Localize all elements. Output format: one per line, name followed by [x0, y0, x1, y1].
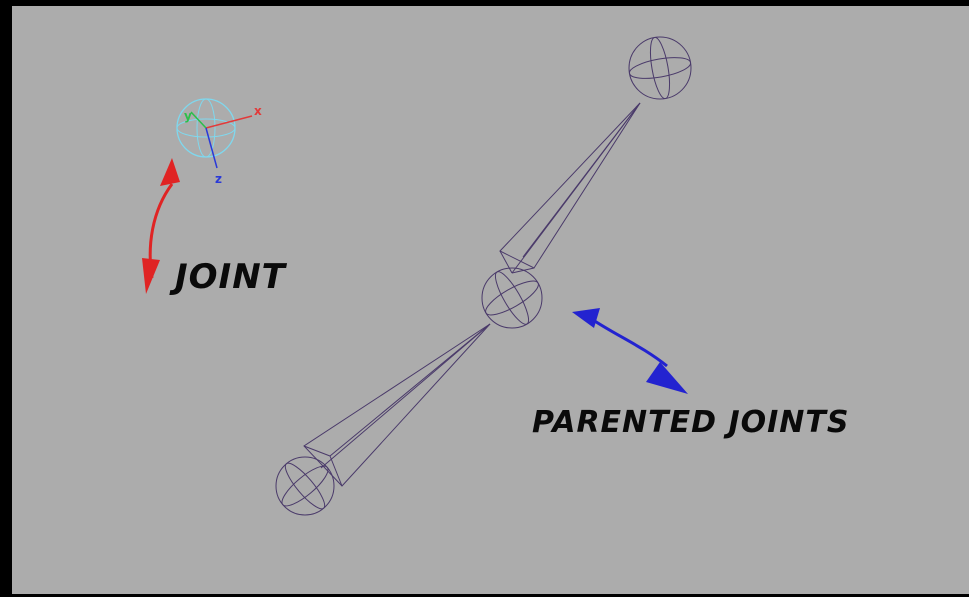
gizmo-sphere-meridian: [196, 98, 216, 158]
joint-caption: JOINT: [169, 257, 288, 297]
3d-viewport[interactable]: x y z JOINT: [12, 6, 969, 594]
bone-upper[interactable]: [499, 102, 641, 274]
scene-svg: x y z JOINT: [142, 36, 849, 516]
gizmo-x-axis: [205, 115, 253, 129]
bone-chain[interactable]: [275, 36, 692, 516]
axis-gizmo-icon[interactable]: x y z: [176, 98, 262, 186]
joint-sphere-bottom[interactable]: [275, 456, 335, 516]
joint-sphere-middle[interactable]: [481, 267, 543, 329]
gizmo-x-label: x: [254, 104, 262, 118]
bone-lower[interactable]: [303, 323, 491, 487]
joint-arrow-icon: [142, 158, 180, 294]
gizmo-z-label: z: [215, 172, 222, 186]
gizmo-z-axis: [205, 127, 218, 169]
joint-sphere-top[interactable]: [628, 36, 692, 100]
gizmo-y-label: y: [184, 109, 192, 123]
gizmo-sphere-equator: [176, 118, 236, 138]
gizmo-y-axis: [190, 111, 207, 129]
parented-joints-caption: PARENTED JOINTS: [532, 405, 849, 440]
parented-arrow-icon: [572, 308, 688, 394]
